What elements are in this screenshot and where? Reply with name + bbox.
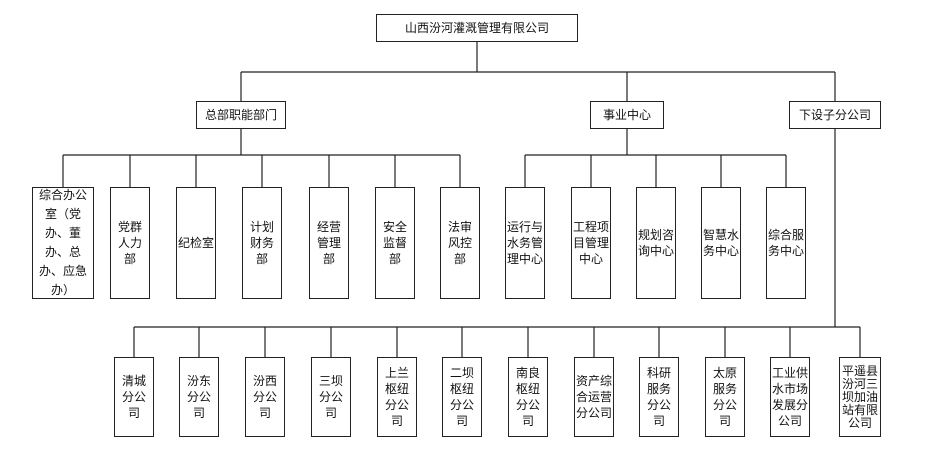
dept-node: 计划财务部 [242, 187, 282, 299]
subsidiary-node: 汾西分公司 [245, 357, 285, 437]
node-label: 综合服务中心 [768, 228, 805, 258]
node-label: 科研服务分公司 [646, 366, 671, 428]
node-label: 党群人力部 [117, 220, 142, 266]
node-label: 太原服务分公司 [712, 366, 737, 428]
node-label: 综合办公室（党办、董办、总办、应急办） [38, 188, 87, 297]
node-label: 事业中心 [602, 108, 651, 122]
subsidiary-node: 三坝分公司 [311, 357, 351, 437]
subsidiary-node: 上兰枢纽分公司 [377, 357, 417, 437]
node-label: 运行与水务管理中心 [507, 220, 544, 266]
node-label: 上兰枢纽分公司 [384, 366, 409, 428]
center-node: 运行与水务管理中心 [505, 187, 545, 299]
node-subsidiaries: 下设子分公司 [789, 101, 881, 129]
subsidiary-node: 工业供水市场发展分公司 [770, 357, 810, 437]
center-node: 规划咨询中心 [636, 187, 676, 299]
center-node: 智慧水务中心 [701, 187, 741, 299]
subsidiary-node: 平遥县汾河三坝加油站有限公司 [839, 357, 881, 437]
node-label: 纪检室 [177, 236, 214, 250]
node-label: 工程项目管理中心 [573, 220, 610, 266]
node-label: 清城分公司 [121, 374, 146, 420]
node-label: 安全监督部 [382, 220, 407, 266]
node-business-centers: 事业中心 [590, 101, 664, 129]
node-label: 下设子分公司 [798, 108, 871, 122]
node-label: 总部职能部门 [204, 108, 277, 122]
dept-node: 党群人力部 [110, 187, 150, 299]
subsidiary-node: 资产综合运营分公司 [574, 357, 614, 437]
node-label: 三坝分公司 [318, 374, 343, 420]
node-label: 规划咨询中心 [638, 228, 675, 258]
subsidiary-node: 南良枢纽分公司 [508, 357, 548, 437]
dept-node: 法审风控部 [440, 187, 480, 299]
subsidiary-node: 清城分公司 [114, 357, 154, 437]
subsidiary-node: 汾东分公司 [179, 357, 219, 437]
node-label: 汾西分公司 [252, 374, 277, 420]
root-node: 山西汾河灌溉管理有限公司 [376, 14, 578, 42]
root-label: 山西汾河灌溉管理有限公司 [404, 21, 549, 35]
node-label: 平遥县汾河三坝加油站有限公司 [842, 363, 879, 430]
subsidiary-node: 科研服务分公司 [639, 357, 679, 437]
node-label: 汾东分公司 [186, 374, 211, 420]
center-node: 综合服务中心 [766, 187, 806, 299]
dept-node: 纪检室 [176, 187, 216, 299]
subsidiary-node: 二坝枢纽分公司 [442, 357, 482, 437]
dept-node: 经营管理部 [309, 187, 349, 299]
node-hq-departments: 总部职能部门 [196, 101, 286, 129]
node-label: 法审风控部 [447, 220, 472, 266]
node-label: 工业供水市场发展分公司 [772, 366, 809, 428]
node-label: 计划财务部 [249, 220, 274, 266]
node-label: 智慧水务中心 [703, 228, 740, 258]
dept-node: 综合办公室（党办、董办、总办、应急办） [32, 187, 94, 299]
node-label: 二坝枢纽分公司 [449, 366, 474, 428]
node-label: 经营管理部 [316, 220, 341, 266]
dept-node: 安全监督部 [375, 187, 415, 299]
subsidiary-node: 太原服务分公司 [705, 357, 745, 437]
center-node: 工程项目管理中心 [571, 187, 611, 299]
node-label: 资产综合运营分公司 [576, 374, 613, 420]
node-label: 南良枢纽分公司 [515, 366, 540, 428]
